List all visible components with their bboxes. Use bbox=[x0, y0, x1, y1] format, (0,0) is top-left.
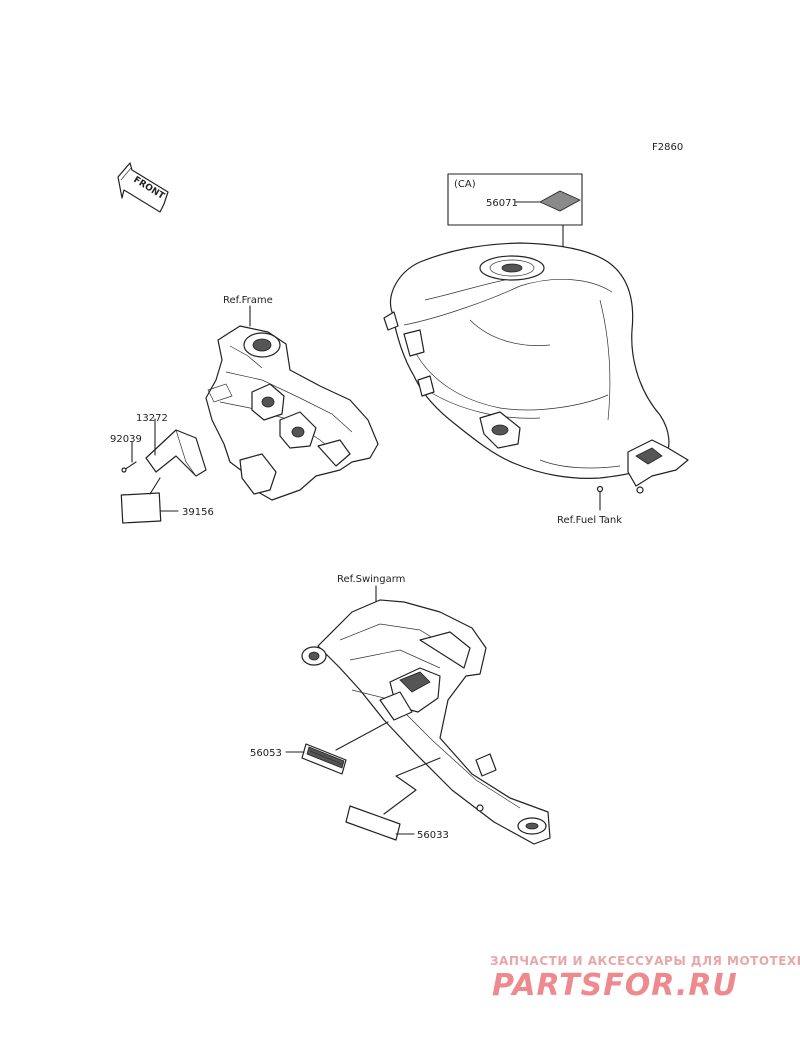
figure-code: F2860 bbox=[652, 142, 683, 153]
watermark-tagline: ЗАПЧАСТИ И АКСЕССУАРЫ ДЛЯ МОТОТЕХНИКИ bbox=[490, 954, 800, 968]
ca-box-label: (CA) bbox=[454, 179, 476, 190]
frame bbox=[205, 325, 379, 501]
part-number-39156: 39156 bbox=[182, 507, 214, 518]
part-number-92039: 92039 bbox=[110, 434, 142, 445]
label-56053 bbox=[301, 743, 347, 775]
part-number-13272: 13272 bbox=[136, 413, 168, 424]
swingarm bbox=[301, 599, 551, 845]
ref-swingarm-label: Ref.Swingarm bbox=[337, 574, 405, 585]
pin-92039 bbox=[121, 461, 137, 473]
label-56071 bbox=[539, 190, 581, 212]
watermark-logo: PARTSFOR.RU bbox=[492, 968, 738, 1003]
part-number-56033: 56033 bbox=[417, 830, 449, 841]
ref-fuel-tank-label: Ref.Fuel Tank bbox=[557, 515, 622, 526]
bracket-13272 bbox=[145, 429, 207, 477]
ref-frame-label: Ref.Frame bbox=[223, 295, 273, 306]
part-number-56071: 56071 bbox=[486, 198, 518, 209]
label-56033 bbox=[345, 805, 401, 841]
fuel-tank bbox=[383, 242, 689, 494]
front-arrow-icon: FRONT bbox=[117, 162, 169, 213]
part-number-56053: 56053 bbox=[250, 748, 282, 759]
label-39156 bbox=[120, 492, 162, 524]
